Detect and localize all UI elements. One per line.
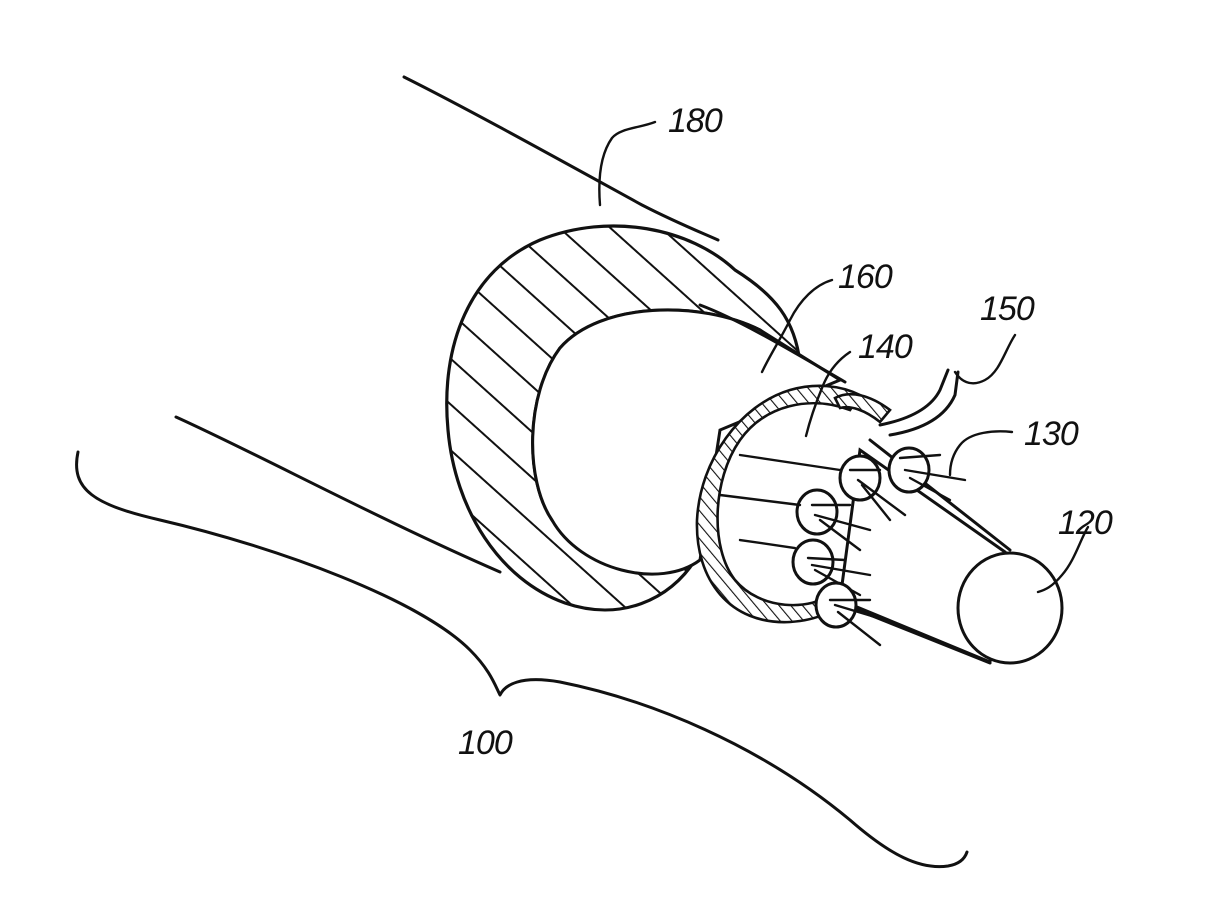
leader-180: [599, 122, 655, 205]
label-140: 140: [858, 328, 913, 366]
wire: [880, 370, 958, 435]
label-150: 150: [980, 290, 1035, 328]
leader-130: [950, 431, 1012, 475]
leader-150: [955, 335, 1015, 383]
label-130: 130: [1024, 415, 1079, 453]
label-160: 160: [838, 258, 893, 296]
label-180: 180: [668, 102, 723, 140]
label-100: 100: [458, 724, 513, 762]
label-120: 120: [1058, 504, 1113, 542]
